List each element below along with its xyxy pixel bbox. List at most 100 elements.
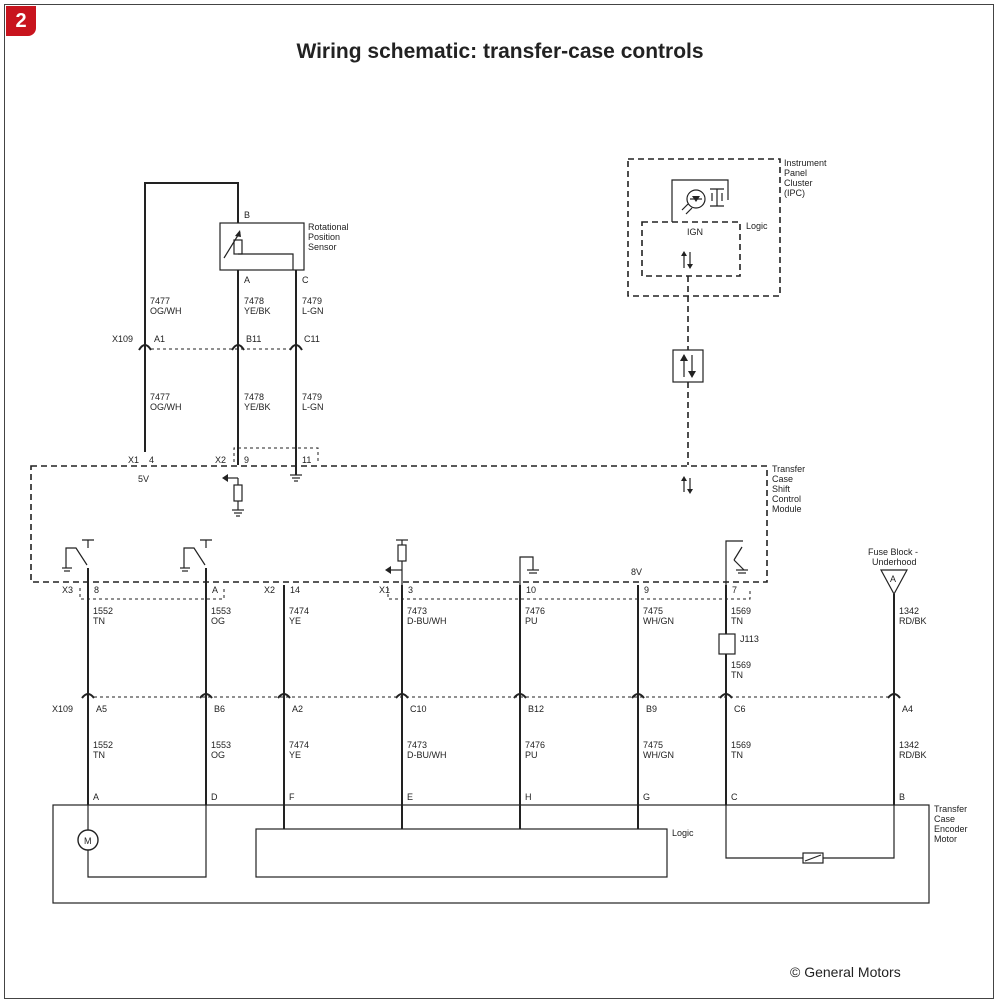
encoder-label-line4: Motor — [934, 834, 957, 844]
wire-7473-color: D-BU/WH — [407, 616, 447, 626]
pin-a1: A1 — [154, 334, 165, 344]
module-pin-9: 9 — [244, 455, 249, 465]
wire-1342-color: RD/BK — [899, 616, 927, 626]
encoder-pin-A: A — [93, 792, 99, 802]
pin-c11: C11 — [304, 334, 320, 344]
x109-pin-C6: C6 — [734, 704, 746, 714]
module-pin-3: 3 — [408, 585, 413, 595]
wire-7479-color-lower: L-GN — [302, 402, 324, 412]
sensor-label-line1: Rotational — [308, 222, 349, 232]
encoder-pin-E: E — [407, 792, 413, 802]
module-pin-14: 14 — [290, 585, 300, 595]
lower-wires: 81552TNA51552TNAA1553OGB61553OGD147474YE… — [52, 568, 927, 829]
wire-7474-color-lower: YE — [289, 750, 301, 760]
transfer-case-encoder-motor: Transfer Case Encoder Motor M Logic — [52, 804, 968, 904]
tccm-label-line2: Case — [772, 474, 793, 484]
fuse-block-label-line1: Fuse Block - — [868, 547, 918, 557]
encoder-logic-label: Logic — [672, 828, 694, 838]
encoder-label-line1: Transfer — [934, 804, 967, 814]
ipc-label-line1: Instrument — [784, 158, 827, 168]
tccm-label-line4: Control — [772, 494, 801, 504]
pin-b11: B11 — [246, 334, 261, 344]
wire-7474-color: YE — [289, 616, 301, 626]
wire-1569-color-splice: TN — [731, 670, 743, 680]
connector-x2-upper: X2 — [215, 455, 226, 465]
wire-7479-circuit-lower: 7479 — [302, 392, 322, 402]
wire-7476-circuit-lower: 7476 — [525, 740, 545, 750]
wire-7476-color: PU — [525, 616, 538, 626]
wire-1569-color-lower: TN — [731, 750, 743, 760]
module-pin-A: A — [212, 585, 218, 595]
encoder-label-line2: Case — [934, 814, 955, 824]
figure-number-badge: 2 — [6, 6, 36, 36]
wire-7478-circuit-lower: 7478 — [244, 392, 264, 402]
module-pin-4: 4 — [149, 455, 154, 465]
wire-7479-color: L-GN — [302, 306, 324, 316]
connector-x109-upper: X109 — [112, 334, 133, 344]
wire-1569-circuit-splice: 1569 — [731, 660, 751, 670]
encoder-pin-H: H — [525, 792, 532, 802]
wire-1552-color-lower: TN — [93, 750, 105, 760]
wire-1569-circuit: 1569 — [731, 606, 751, 616]
wire-1553-color: OG — [211, 616, 225, 626]
module-pin-11: 11 — [302, 455, 311, 465]
sensor-pin-b: B — [244, 210, 250, 220]
wire-1552-color: TN — [93, 616, 105, 626]
sensor-label-line3: Sensor — [308, 242, 337, 252]
x109-pin-A2: A2 — [292, 704, 303, 714]
wire-7479-circuit: 7479 — [302, 296, 322, 306]
splice-label: J113 — [740, 634, 759, 644]
wire-1553-color-lower: OG — [211, 750, 225, 760]
sensor-pin-c: C — [302, 275, 309, 285]
wire-7473-circuit: 7473 — [407, 606, 427, 616]
ipc-logic-label: Logic — [746, 221, 768, 231]
wire-1342-circuit: 1342 — [899, 606, 919, 616]
ipc-label-line4: (IPC) — [784, 188, 805, 198]
encoder-pin-D: D — [211, 792, 218, 802]
instrument-panel-cluster: IGN Logic Instrument Panel Cluster (IPC) — [627, 158, 827, 297]
wire-1553-circuit: 1553 — [211, 606, 231, 616]
wire-7475-circuit: 7475 — [643, 606, 663, 616]
ipc-label-line2: Panel — [784, 168, 807, 178]
copyright-credit: © General Motors — [790, 964, 901, 980]
wire-1569-circuit-lower: 1569 — [731, 740, 751, 750]
wire-7478-color: YE/BK — [244, 306, 271, 316]
tccm-label-line3: Shift — [772, 484, 791, 494]
fuse-block-underhood: Fuse Block - Underhood A — [868, 547, 918, 596]
wire-7475-circuit-lower: 7475 — [643, 740, 663, 750]
connector-x1-upper: X1 — [128, 455, 139, 465]
ipc-ign-label: IGN — [687, 227, 703, 237]
wire-7477-circuit-lower: 7477 — [150, 392, 170, 402]
wire-1342-color-lower: RD/BK — [899, 750, 927, 760]
wire-1552-circuit: 1552 — [93, 606, 113, 616]
wire-7473-circuit-lower: 7473 — [407, 740, 427, 750]
module-pin-7: 7 — [732, 585, 737, 595]
wire-7476-color-lower: PU — [525, 750, 538, 760]
encoder-pin-B: B — [899, 792, 905, 802]
wire-7475-color-lower: WH/GN — [643, 750, 674, 760]
splice-j113: J113 — [718, 633, 759, 655]
x109-pin-A4: A4 — [902, 704, 913, 714]
transfer-case-shift-control-module: Transfer Case Shift Control Module 8V — [30, 464, 805, 600]
voltage-8v-label: 8V — [631, 567, 642, 577]
wire-7475-color: WH/GN — [643, 616, 674, 626]
x109-pin-B9: B9 — [646, 704, 657, 714]
diagram-title: Wiring schematic: transfer-case controls — [296, 40, 704, 63]
x109-terminal-A5 — [81, 693, 95, 699]
x109-pin-B12: B12 — [528, 704, 544, 714]
wire-7478-circuit: 7478 — [244, 296, 264, 306]
encoder-pin-F: F — [289, 792, 295, 802]
sensor-pin-a: A — [244, 275, 250, 285]
encoder-label-line3: Encoder — [934, 824, 968, 834]
x109-pin-C10: C10 — [410, 704, 427, 714]
wire-7474-circuit: 7474 — [289, 606, 309, 616]
sensor-label-line2: Position — [308, 232, 340, 242]
connector-label-2: X2 — [264, 585, 275, 595]
encoder-pin-G: G — [643, 792, 650, 802]
module-pin-9: 9 — [644, 585, 649, 595]
serial-data-line — [672, 276, 704, 494]
encoder-pin-C: C — [731, 792, 738, 802]
connector-label-0: X3 — [62, 585, 73, 595]
wire-1552-circuit-lower: 1552 — [93, 740, 113, 750]
x109-pin-A5: A5 — [96, 704, 107, 714]
